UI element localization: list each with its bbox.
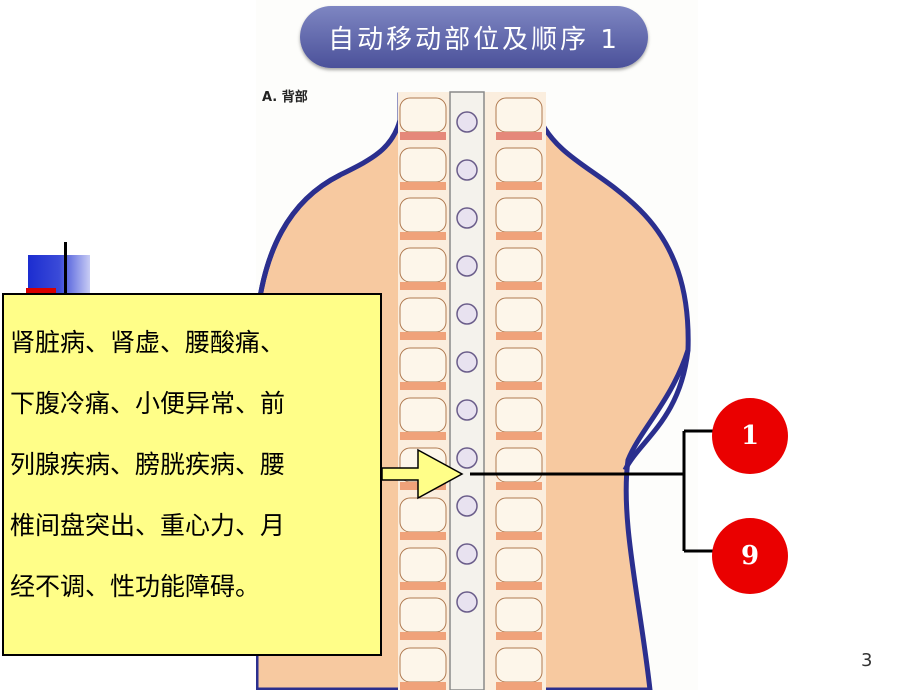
vertebra-disc <box>400 382 446 390</box>
vertebra-disc <box>496 632 542 640</box>
vertebra-disc <box>496 582 542 590</box>
vertebra-disc <box>400 332 446 340</box>
massage-roller-point <box>456 255 478 277</box>
vertebra-disc <box>400 182 446 190</box>
vertebra-disc <box>496 232 542 240</box>
vertebra-disc <box>496 382 542 390</box>
vertebra-disc <box>496 432 542 440</box>
massage-roller-point <box>456 447 478 469</box>
vertebra-disc <box>400 682 446 690</box>
massage-roller-point <box>456 495 478 517</box>
callout-line: 下腹冷痛、小便异常、前 <box>10 389 286 418</box>
start-marker-badge: 1 <box>712 398 788 474</box>
vertebra-disc <box>400 532 446 540</box>
vertebra-disc <box>400 582 446 590</box>
vertebra-disc <box>496 332 542 340</box>
massage-roller-point <box>456 111 478 133</box>
page-title: 自动移动部位及顺序 1 <box>300 6 648 68</box>
vertebra-disc <box>400 432 446 440</box>
end-marker-badge: 9 <box>712 518 788 594</box>
callout-line: 椎间盘突出、重心力、月 <box>10 511 286 540</box>
callout-box <box>2 293 382 656</box>
callout-line: 肾脏病、肾虚、腰酸痛、 <box>10 328 286 357</box>
pointer-arrow <box>381 448 464 500</box>
callout-line: 列腺疾病、膀胱疾病、腰 <box>10 450 286 479</box>
vertebra-disc <box>400 282 446 290</box>
vertebra-disc <box>400 232 446 240</box>
massage-roller-point <box>456 543 478 565</box>
massage-roller-point <box>456 591 478 613</box>
massage-roller-point <box>456 207 478 229</box>
page-number: 3 <box>861 650 873 671</box>
massage-roller-point <box>456 159 478 181</box>
vertebra-disc <box>496 132 542 140</box>
vertebra-disc <box>496 532 542 540</box>
massage-roller-point <box>456 303 478 325</box>
massage-roller-point <box>456 399 478 421</box>
accent-black-line <box>64 242 67 302</box>
vertebra-disc <box>496 682 542 690</box>
vertebra-disc <box>496 282 542 290</box>
vertebra-disc <box>400 132 446 140</box>
callout-line: 经不调、性功能障碍。 <box>10 572 261 601</box>
vertebra-disc <box>400 632 446 640</box>
callout-text: 肾脏病、肾虚、腰酸痛、 下腹冷痛、小便异常、前 列腺疾病、膀胱疾病、腰 椎间盘突… <box>10 312 370 617</box>
vertebra-disc <box>496 482 542 490</box>
section-label: A. 背部 <box>262 90 308 105</box>
massage-roller-point <box>456 351 478 373</box>
vertebra-disc <box>496 182 542 190</box>
